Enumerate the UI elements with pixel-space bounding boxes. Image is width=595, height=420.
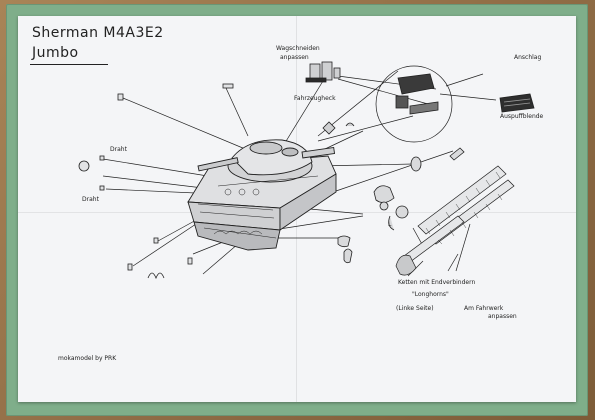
label-am-fahrwerk: Am Fahrwerk <box>464 305 504 312</box>
label-longhorns: "Longhorns" <box>412 291 449 298</box>
label-draht-upper: Draht <box>110 146 127 153</box>
label-anschlag: Anschlag <box>514 54 542 61</box>
sheet-title: Sherman M4A3E2 <box>32 25 164 41</box>
label-draht-lower: Draht <box>82 196 99 203</box>
title-underline <box>30 64 108 65</box>
label-part-l: L <box>388 221 392 228</box>
credit-line: mokamodel by PRK <box>58 355 117 362</box>
label-auspuffblende: Auspuffblende <box>500 113 544 120</box>
assembly-diagram <box>78 61 535 280</box>
label-linke-seite: (Linke Seite) <box>396 305 434 312</box>
sheet-subtitle: Jumbo <box>32 45 79 61</box>
label-anpassen-top: anpassen <box>280 54 309 61</box>
label-ketten: Ketten mit Endverbindern <box>398 279 476 286</box>
label-anpassen-bottom: anpassen <box>488 313 517 320</box>
label-fahrzeugheck: Fahrzeugheck <box>294 95 336 102</box>
instruction-sheet: Sherman M4A3E2 Jumbo <box>18 16 576 402</box>
label-wagschneider: Wagschneiden <box>276 45 320 52</box>
